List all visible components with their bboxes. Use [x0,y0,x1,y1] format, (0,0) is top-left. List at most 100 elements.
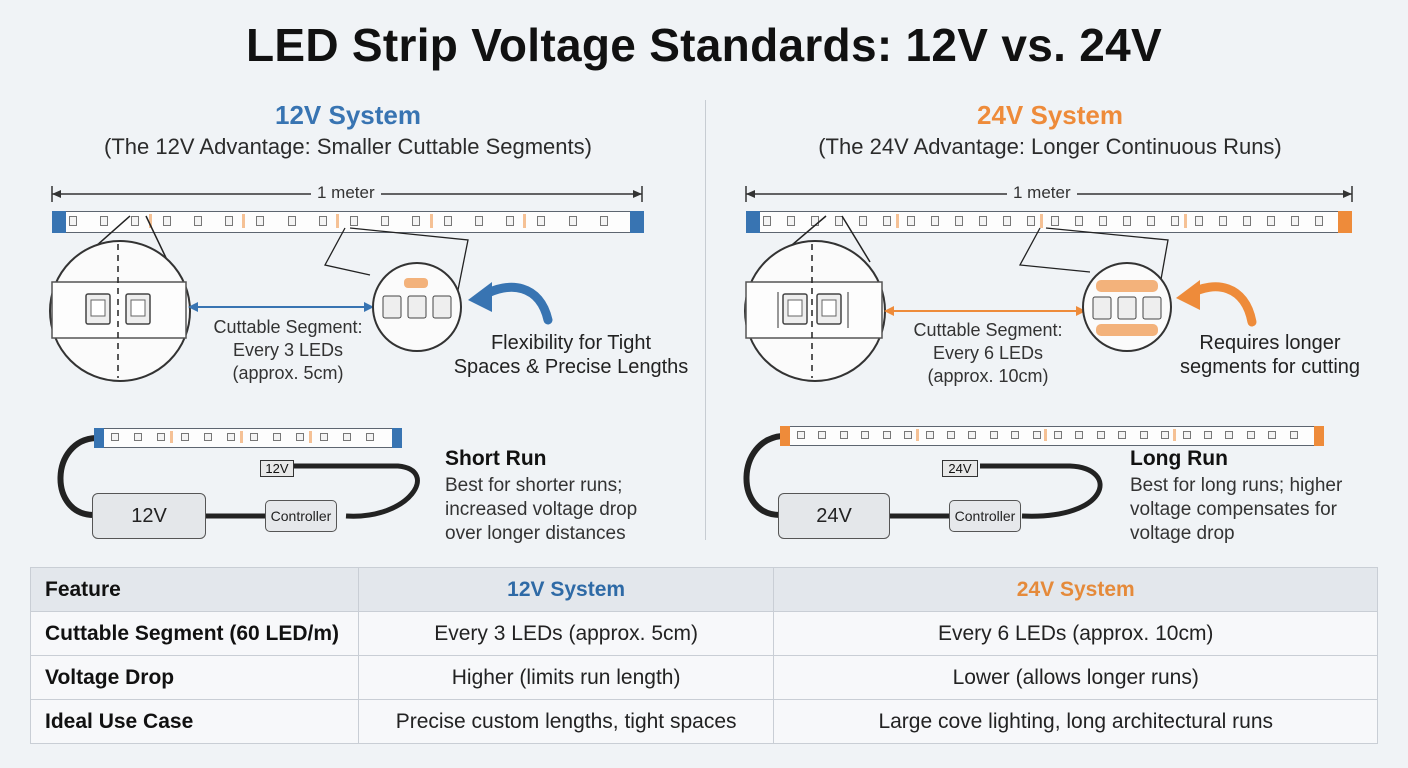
led-chip [412,216,421,226]
subheading-12v: (The 12V Advantage: Smaller Cuttable Seg… [104,134,592,159]
led-chip [203,433,212,441]
led-chip [835,216,843,226]
led-chip [968,431,977,439]
benefit-text-24v: Requires longer segments for cutting [1179,332,1361,378]
led-chip [1243,216,1251,226]
led-chip [134,433,143,441]
led-chip [296,433,305,441]
led-chip [818,431,827,439]
led-chip [1003,216,1011,226]
cut-mark [170,431,174,443]
led-chip [979,216,987,226]
led-chip [1267,216,1275,226]
led-chip [226,433,235,441]
led-chip [1054,431,1062,439]
led-chip [381,216,390,226]
strip-end-cap [1338,211,1352,233]
led-chip [763,216,771,226]
table-cell-24v: Large cove lighting, long architectural … [773,699,1378,744]
cut-mark [429,214,433,228]
led-chip [1032,431,1041,439]
led-chip [1195,216,1203,226]
meter-label-24v: 1 meter [1007,183,1077,203]
column-divider [705,100,706,540]
led-chip [1096,431,1105,439]
run-title-24v: Long Run [1130,447,1228,470]
plug-12v: 12V [260,460,294,477]
table-header-row: Feature 12V System 24V System [30,567,1378,612]
run-title-12v: Short Run [445,447,547,470]
led-chip [1099,216,1107,226]
table-cell-24v: Lower (allows longer runs) [773,655,1378,700]
table-cell-12v: Every 3 LEDs (approx. 5cm) [357,611,775,656]
heading-24v: 24V System [977,100,1123,130]
led-chip [1291,216,1299,226]
power-supply-24v: 24V [778,493,890,539]
led-chip [1118,431,1127,439]
led-chip [443,216,452,226]
led-chip [599,216,608,226]
led-chip [797,431,805,439]
led-chip [319,433,328,441]
led-chip [925,431,934,439]
led-chip [787,216,795,226]
led-chip [157,433,166,441]
led-chip [1289,431,1298,439]
cut-mark [1040,214,1044,228]
strip-end-cap [630,211,644,233]
led-chip [100,216,109,226]
led-chip [1075,431,1084,439]
cut-mark [1172,429,1176,441]
led-chip [350,216,358,226]
led-strip-24v [746,211,1352,233]
cut-mark [1044,429,1048,441]
led-strip-24v-long [780,426,1324,446]
cut-mark [309,431,313,443]
controller-12v: Controller [265,500,337,532]
plug-24v: 24V [942,460,978,477]
led-chip [193,216,202,226]
table-header: 24V System [773,567,1378,612]
cut-caption-24v: Cuttable Segment: Every 6 LEDs (approx. … [913,320,1063,386]
led-chip [955,216,963,226]
led-chip [1203,431,1212,439]
led-chip [537,216,546,226]
led-chip [162,216,171,226]
strip-end-cap [780,426,790,446]
led-strip-12v-short [94,428,402,448]
led-chip [1147,216,1155,226]
table-row: Voltage Drop Higher (limits run length) … [30,655,1378,700]
table-header: 12V System [357,567,775,612]
led-chip [506,216,515,226]
led-chip [907,216,915,226]
led-chip [1219,216,1227,226]
table-cell-12v: Higher (limits run length) [357,655,775,700]
led-chip [931,216,939,226]
led-chip [287,216,296,226]
led-chip [1182,431,1191,439]
table-cell-feature: Voltage Drop [30,655,359,700]
led-chip [946,431,955,439]
led-chip [1268,431,1277,439]
table-cell-feature: Ideal Use Case [30,699,359,744]
led-chip [904,431,913,439]
led-chip [365,433,374,441]
led-chip [342,433,351,441]
cut-mark [1184,214,1188,228]
led-chip [1161,431,1170,439]
power-supply-12v: 12V [92,493,206,539]
led-chip [1051,216,1059,226]
table-cell-12v: Precise custom lengths, tight spaces [357,699,775,744]
led-chip [1139,431,1148,439]
led-chip [474,216,483,226]
led-chip [1075,216,1083,226]
strip-end-cap [94,428,104,448]
led-strip-12v [52,211,644,233]
led-chip [318,216,327,226]
led-chip [883,216,891,226]
heading-12v: 12V System [275,100,421,130]
table-header: Feature [30,567,359,612]
led-chip [861,431,870,439]
benefit-text-12v: Flexibility for Tight Spaces & Precise L… [453,332,689,378]
